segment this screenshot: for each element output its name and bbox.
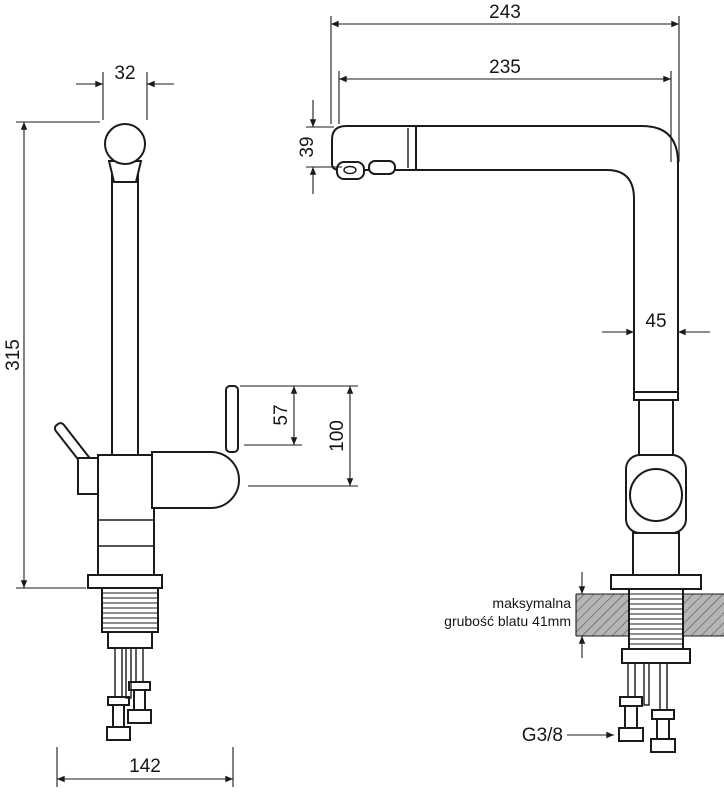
front-body: [97, 454, 155, 576]
side-thread-lines: [630, 593, 682, 645]
front-head: [104, 123, 146, 165]
side-flange: [610, 574, 702, 590]
side-hose-left-collar: [619, 696, 643, 707]
side-hose-left-nut: [618, 727, 644, 742]
side-lower-body: [632, 532, 680, 576]
front-thread-stud: [101, 587, 159, 633]
front-flange: [87, 574, 163, 589]
dim-head-height-label: 39: [297, 136, 318, 157]
front-side-lever-boss: [77, 457, 99, 495]
dimensions: 32 315 57 100 142 24: [3, 2, 710, 787]
dim-total-height: 315: [3, 121, 100, 589]
side-pipe: [415, 125, 679, 393]
side-spray-head: [331, 125, 417, 171]
front-view: [53, 123, 240, 741]
dim-total-height-label: 315: [3, 339, 24, 371]
side-hose-left-lines: [627, 663, 636, 697]
front-hose-right-lines: [135, 648, 144, 682]
front-hose-left-nut: [106, 726, 131, 741]
dim-base-span: 142: [56, 747, 234, 787]
side-spray-button: [343, 165, 357, 175]
dim-base-span-label: 142: [129, 756, 161, 777]
side-pipe-collar: [633, 391, 679, 401]
dim-pipe-width-label: 45: [645, 311, 666, 332]
front-filter-lever: [225, 385, 239, 453]
dim-body-height-label: 100: [327, 420, 348, 452]
dim-body-height: 100: [248, 386, 358, 487]
thread-callout-label: G3/8: [522, 725, 563, 746]
front-hose-left-lines: [114, 648, 123, 697]
counter-note-line1: maksymalna: [492, 595, 571, 611]
dim-lever-height-label: 57: [271, 404, 292, 425]
front-mounting-stud: [125, 647, 132, 699]
front-riser-pipe: [111, 167, 139, 456]
dim-head-height: 39: [297, 100, 342, 194]
front-hose-right-nut: [127, 709, 152, 724]
dim-head-width: 32: [76, 63, 174, 120]
counter-note-line2: grubość blatu 41mm: [444, 613, 571, 629]
side-mounting-nut: [621, 648, 691, 664]
side-view: [331, 125, 724, 753]
front-thread-lines: [103, 592, 157, 629]
side-hose-right-body: [656, 718, 670, 740]
front-hose-left-body: [112, 704, 125, 728]
side-mounting-stud: [643, 662, 650, 706]
side-hose-left-body: [624, 705, 638, 729]
dim-head-width-label: 32: [114, 63, 135, 84]
side-neck: [638, 399, 674, 456]
side-aerator: [336, 161, 365, 180]
front-hose-right-collar: [128, 681, 151, 691]
dim-lever-height: 57: [240, 385, 358, 446]
side-hose-right-nut: [650, 738, 676, 753]
dim-pipe-width: 45: [602, 311, 710, 336]
dim-spout-reach-label: 235: [489, 57, 521, 78]
dim-spout-reach: 235: [338, 57, 672, 162]
front-mounting-nut: [107, 631, 153, 649]
front-cap: [151, 451, 240, 509]
front-body-joints: [98, 519, 154, 547]
front-hose-right-body: [133, 689, 146, 711]
side-hose-right-collar: [651, 709, 675, 720]
thread-callout: G3/8: [522, 725, 615, 746]
counter-note: maksymalna grubość blatu 41mm: [444, 572, 586, 658]
dim-overall-depth: 243: [330, 2, 680, 162]
dim-overall-depth-label: 243: [489, 2, 521, 23]
side-spray-button-housing: [368, 160, 396, 175]
side-hose-right-lines: [659, 663, 668, 710]
side-cap-circle: [629, 468, 683, 522]
